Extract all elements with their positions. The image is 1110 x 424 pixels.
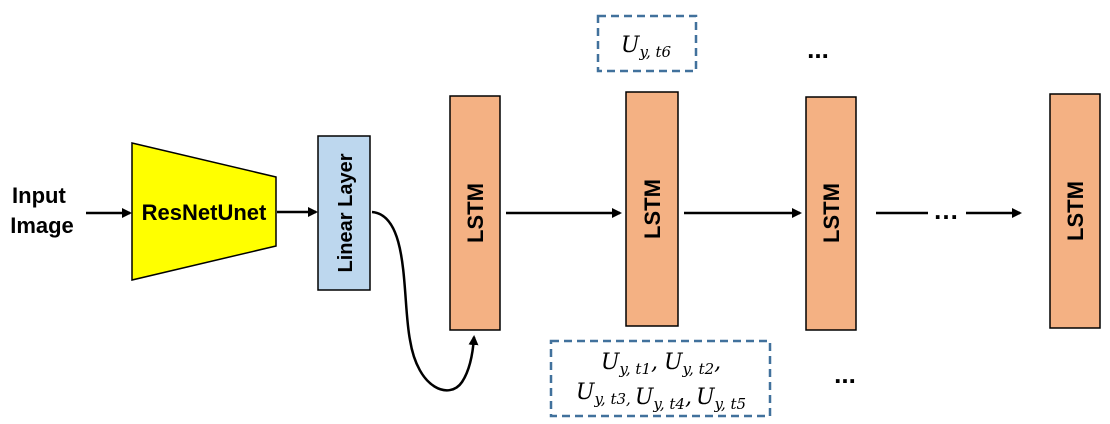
flow-ellipsis: …	[933, 195, 959, 225]
lstm-block-1	[449, 95, 501, 331]
lstm-label-4: LSTM	[1063, 181, 1088, 241]
linear-layer-label: Linear Layer	[335, 153, 357, 272]
lstm-block-4	[1049, 93, 1101, 329]
bottom-input-line2: Uy, t3,Uy, t4,Uy, t5	[576, 380, 746, 413]
top-output-box	[596, 14, 698, 73]
top-output-sub: y, t6	[638, 43, 671, 61]
input-image-label: Input Image	[10, 183, 74, 238]
linear-layer-block	[317, 135, 371, 291]
resnetunet-block	[131, 142, 277, 281]
lstm-label-2: LSTM	[640, 179, 665, 239]
bottom-ellipsis: ...	[834, 359, 856, 389]
lstm-block-3	[805, 96, 857, 331]
bottom-input-line1: Uy, t1,Uy, t2,	[601, 350, 721, 378]
lstm-label-1: LSTM	[463, 183, 488, 243]
top-ellipsis: ...	[807, 34, 829, 64]
top-output-label: Uy, t6	[621, 33, 672, 61]
top-output-main: U	[621, 33, 641, 58]
lstm-label-3: LSTM	[819, 183, 844, 243]
input-label-line2: Image	[10, 213, 74, 238]
resnetunet-label: ResNetUnet	[142, 200, 267, 225]
arrow-linear-to-lstm1	[371, 210, 479, 392]
lstm-block-2	[625, 91, 679, 327]
bottom-input-box	[549, 339, 772, 418]
input-label-line1: Input	[12, 183, 66, 208]
